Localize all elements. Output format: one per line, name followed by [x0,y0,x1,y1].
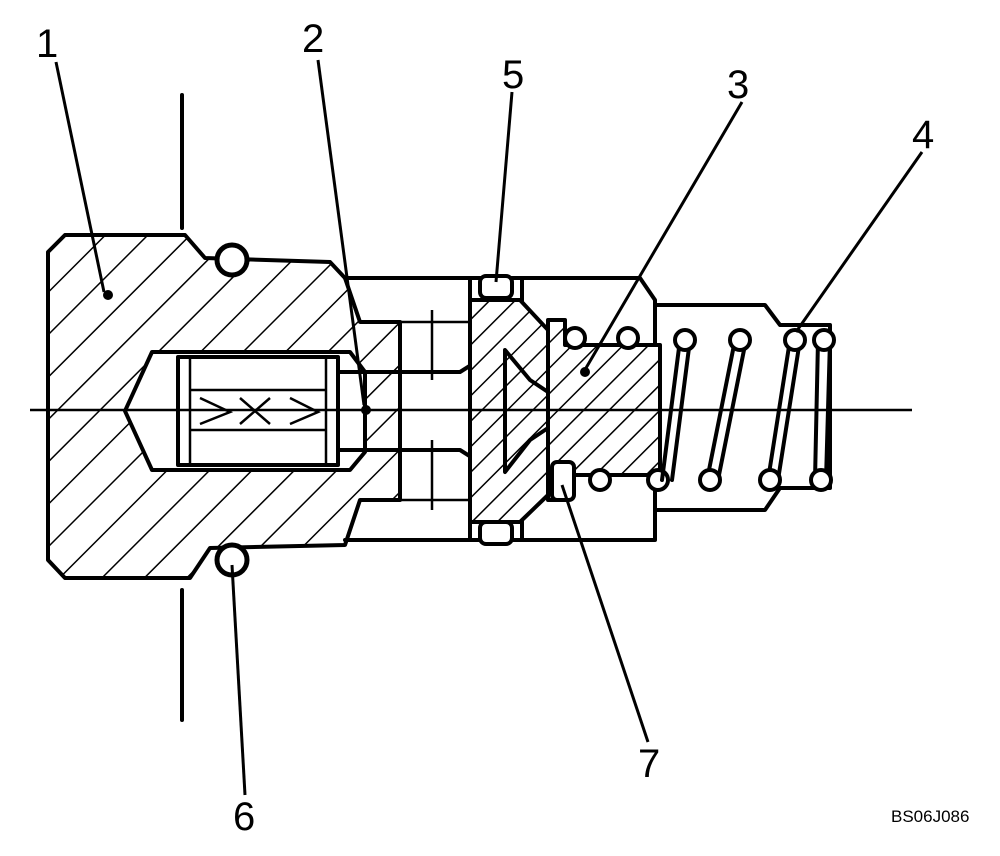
callout-2: 2 [302,17,324,61]
reference-code: BS06J086 [891,807,969,826]
valve-body-part-1 [46,233,402,580]
callout-6: 6 [233,795,255,839]
callout-1: 1 [36,22,58,66]
o-rings-part-5-6-7 [214,242,576,578]
callout-4: 4 [912,113,934,157]
callout-5: 5 [502,53,524,97]
part-markers [103,290,113,300]
leader-lines [54,59,924,796]
callout-labels: 1 2 3 4 5 6 7 [36,17,934,839]
callout-3: 3 [727,63,749,107]
callout-7: 7 [638,742,660,786]
